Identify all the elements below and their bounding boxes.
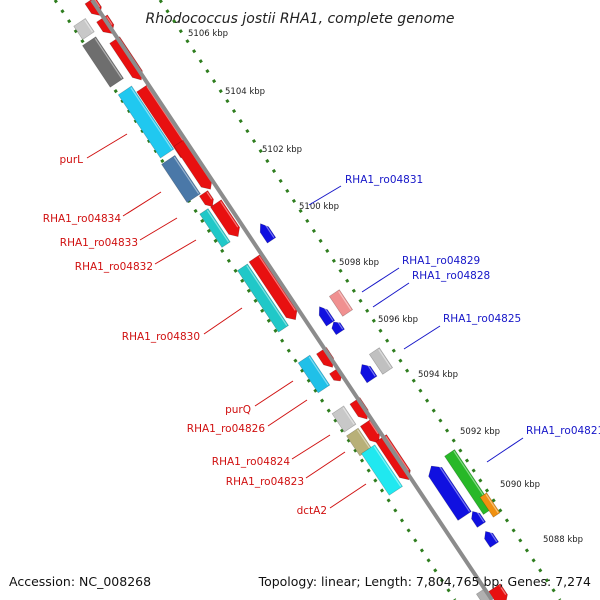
gene-feature [428, 462, 472, 521]
gene-feature [360, 362, 378, 384]
gene-label[interactable]: RHA1_ro04821 [526, 425, 600, 437]
gene-feature [479, 492, 501, 518]
gene-feature [361, 444, 403, 496]
scale-tick-label: 5100 kbp [299, 202, 339, 212]
gene-feature [471, 509, 487, 528]
scale-tick-label: 5106 kbp [188, 29, 228, 39]
gene-leader-line [203, 307, 243, 335]
gene-feature [259, 222, 277, 244]
gene-feature [318, 305, 336, 327]
gene-label[interactable]: RHA1_ro04823 [226, 476, 304, 488]
genome-summary-text: Topology: linear; Length: 7,804,765 bp; … [258, 574, 591, 589]
left-dot-line [53, 0, 457, 600]
gene-feature [198, 190, 214, 208]
gene-label[interactable]: purL [60, 154, 84, 166]
gene-label[interactable]: RHA1_ro04825 [443, 313, 521, 325]
gene-leader-line [372, 282, 410, 308]
gene-label[interactable]: RHA1_ro04828 [412, 270, 490, 282]
gene-feature [346, 427, 372, 457]
gene-feature [331, 320, 345, 336]
gene-leader-line [361, 267, 400, 293]
gene-feature [199, 208, 231, 248]
scale-tick-label: 5094 kbp [418, 370, 458, 380]
gene-leader-line [154, 239, 197, 265]
gene-feature [117, 85, 175, 159]
gene-leader-line [486, 437, 524, 463]
scale-tick-label: 5088 kbp [543, 535, 583, 545]
gene-feature [210, 199, 240, 238]
right-dot-line [158, 0, 562, 600]
gene-label[interactable]: purQ [225, 404, 251, 416]
gene-leader-line [139, 217, 178, 241]
right-gene-labels: RHA1_ro04831RHA1_ro04829RHA1_ro04828RHA1… [308, 174, 600, 463]
gene-label[interactable]: RHA1_ro04832 [75, 261, 153, 273]
scale-tick-label: 5104 kbp [225, 87, 265, 97]
scale-tick-label: 5092 kbp [460, 427, 500, 437]
gene-feature [73, 18, 95, 40]
tick-dot-lines [53, 0, 562, 600]
gene-leader-line [254, 380, 294, 407]
gene-feature [331, 405, 357, 433]
gene-leader-line [267, 399, 308, 427]
gene-label[interactable]: dctA2 [297, 505, 327, 517]
gene-label[interactable]: RHA1_ro04830 [122, 331, 200, 343]
scale-tick-label: 5096 kbp [378, 315, 418, 325]
feature-glyphs [73, 0, 508, 600]
gene-feature [484, 529, 500, 548]
gene-feature [488, 583, 508, 600]
gene-leader-line [305, 451, 346, 479]
accession-text: Accession: NC_008268 [9, 574, 151, 589]
gene-feature [82, 36, 124, 88]
scale-tick-label: 5102 kbp [262, 145, 302, 155]
gene-label[interactable]: RHA1_ro04826 [187, 423, 266, 435]
scale-tick-label: 5098 kbp [339, 258, 379, 268]
gene-label[interactable]: RHA1_ro04834 [43, 213, 122, 225]
left-gene-labels: purL RHA1_ro04834RHA1_ro04833RHA1_ro04832… [43, 133, 367, 517]
scale-tick-label: 5090 kbp [500, 480, 540, 490]
gene-leader-line [86, 133, 128, 159]
gene-feature [297, 354, 331, 394]
gene-feature [328, 289, 354, 317]
gene-feature [368, 347, 394, 375]
gene-feature [161, 155, 201, 203]
gene-feature [237, 263, 289, 333]
gene-leader-line [122, 191, 162, 217]
map-title: Rhodococcus jostii RHA1, complete genome [145, 11, 454, 27]
gene-label[interactable]: RHA1_ro04829 [402, 255, 480, 267]
gene-feature [375, 434, 411, 481]
genome-backbone [90, 0, 494, 600]
gene-leader-line [329, 483, 367, 509]
gene-label[interactable]: RHA1_ro04824 [212, 456, 291, 468]
gene-leader-line [308, 185, 342, 206]
scale-labels: 5106 kbp 5104 kbp 5102 kbp 5100 kbp 5098 kbp… [188, 29, 583, 545]
gene-leader-line [291, 434, 331, 460]
gene-label[interactable]: RHA1_ro04831 [345, 174, 423, 186]
gene-leader-line [403, 325, 441, 350]
gene-label[interactable]: RHA1_ro04833 [60, 237, 138, 249]
